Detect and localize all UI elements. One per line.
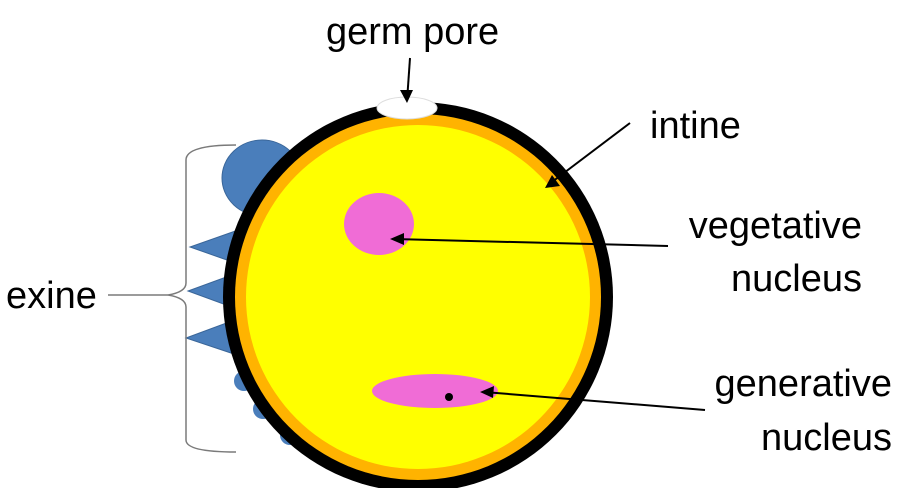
intine-arrow — [548, 123, 630, 185]
label-vegetative-line2: nucleus — [600, 257, 862, 301]
label-germ-pore: germ pore — [326, 10, 499, 54]
label-generative-line2: nucleus — [600, 416, 892, 460]
label-vegetative-line1: vegetative — [600, 204, 862, 248]
label-exine: exine — [6, 274, 97, 318]
label-intine: intine — [650, 104, 741, 148]
vegetative-nucleus — [344, 193, 414, 255]
label-generative-line1: generative — [600, 362, 892, 406]
cytoplasm — [246, 125, 590, 469]
generative-nucleus — [372, 374, 498, 408]
generative-nucleus-dot — [445, 393, 453, 401]
